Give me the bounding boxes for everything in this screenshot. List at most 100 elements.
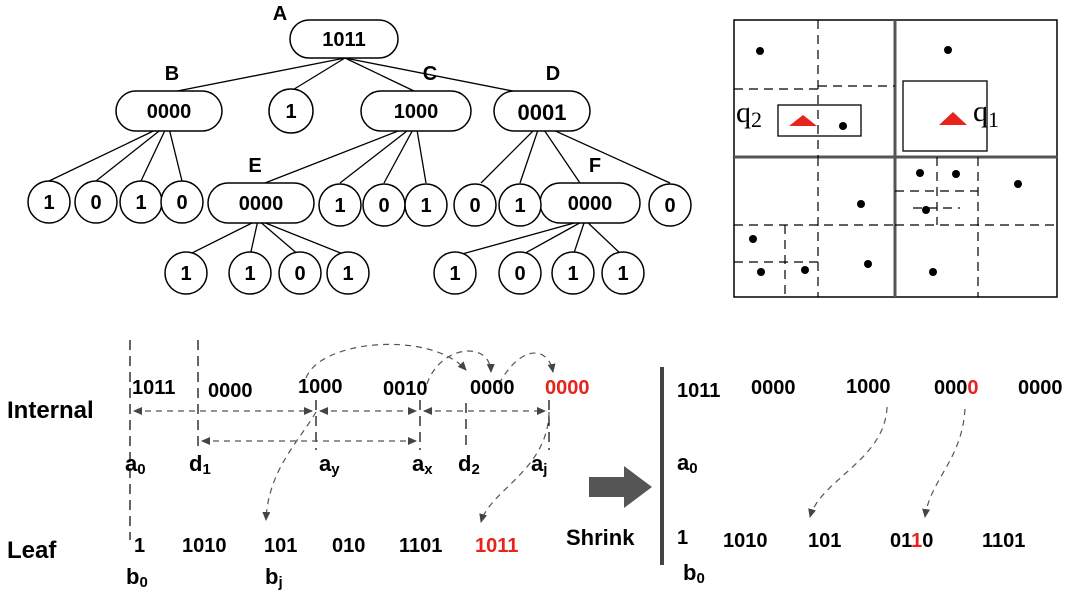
- shrink-internal-code-highlight-digit: 0: [967, 377, 978, 399]
- shrink-pointer-a0: a0: [677, 450, 698, 477]
- shrink-curved-arrows: [808, 406, 966, 518]
- quadtree-points: [749, 46, 1022, 276]
- shrink-internal-code: 0000: [751, 377, 796, 399]
- q2-sub: 2: [751, 107, 762, 132]
- node-F-value: 0000: [568, 193, 613, 215]
- internal-code: 0000: [208, 380, 253, 402]
- shrink-internal-code: 0000: [1018, 377, 1063, 399]
- node-D-value: 0001: [518, 100, 567, 125]
- leaf-value: 0: [294, 263, 305, 285]
- quadtree-dashed-splits: [734, 20, 1057, 297]
- shrink-internal-code-highlighted: 0000: [934, 377, 979, 399]
- shrink-leaf-code-highlight-digit: 1: [911, 530, 922, 552]
- encoding-panel: Internal Leaf 1011 0000 1000 0010 0000 0…: [7, 340, 590, 591]
- query-box-q2: [777, 104, 862, 137]
- shrink-leaf-code: 1: [677, 527, 688, 549]
- internal-code: 0010: [383, 378, 428, 400]
- leaf-value: 1: [43, 192, 54, 214]
- label-C: C: [423, 63, 437, 85]
- internal-pointers: a0 d1 ay ax d2 aj: [125, 451, 547, 478]
- node-D: [493, 90, 591, 132]
- internal-code: 1011: [132, 377, 175, 399]
- shrink-arrow-icon: [589, 466, 652, 508]
- leaf-value: 0: [664, 195, 675, 217]
- node-C: [360, 90, 472, 132]
- internal-code: 0000: [470, 377, 515, 399]
- curved-arrows: [262, 343, 556, 523]
- pointer-b0: b0: [126, 564, 148, 591]
- node-E: [207, 182, 315, 224]
- shrink-panel: 1011 0000 1000 0000 0000 a0 Shrink 1 101…: [566, 376, 1063, 587]
- query-label-q1: q1: [973, 95, 999, 132]
- leaf-value: 1: [180, 263, 191, 285]
- leaf-value: 0: [514, 263, 525, 285]
- leaf-value: 1: [617, 263, 628, 285]
- tree-node-letters: A B C D E F: [165, 3, 601, 177]
- leaf-code: 101: [264, 535, 297, 557]
- internal-code-highlighted: 0000: [545, 377, 590, 399]
- leaf-value: 1: [135, 192, 146, 214]
- label-E: E: [248, 155, 261, 177]
- label-F: F: [589, 155, 601, 177]
- query-marker-q1: [939, 112, 967, 125]
- shrink-transition: [589, 367, 664, 565]
- node-leaf-1-value: 1: [285, 101, 296, 123]
- query-label-q2: q2: [736, 96, 762, 132]
- leaf-value: 0: [176, 192, 187, 214]
- leaf-value: 0: [469, 195, 480, 217]
- node-A-value: 1011: [322, 29, 365, 51]
- pointer-a0: a0: [125, 451, 146, 478]
- leaf-value: 0: [378, 195, 389, 217]
- leaf-row-label: Leaf: [7, 537, 57, 564]
- tree-node-values: 1011 0000 1 1000 0001 1 0 1 0 0000 1 0 1…: [43, 29, 675, 285]
- internal-row-label: Internal: [7, 397, 94, 424]
- pointer-ax: ax: [412, 451, 433, 478]
- leaf-code-highlighted: 1011: [475, 535, 518, 557]
- node-leaf-1: [268, 88, 314, 134]
- quadtree-panel: q2 q1: [733, 19, 1058, 298]
- q1-sub: 1: [988, 107, 999, 132]
- leaf-value: 1: [244, 263, 255, 285]
- leaf-codes: 1 1010 101 010 1101 1011: [134, 535, 518, 557]
- label-B: B: [165, 63, 179, 85]
- node-C-value: 1000: [394, 101, 439, 123]
- range-arrows: [133, 407, 546, 445]
- shrink-leaf-code-highlighted: 0110: [890, 530, 933, 552]
- leaf-code: 1010: [182, 535, 227, 557]
- node-E-value: 0000: [239, 193, 284, 215]
- leaf-value: 0: [90, 192, 101, 214]
- shrink-internal-code: 1000: [846, 376, 891, 398]
- leaf-code: 010: [332, 535, 365, 557]
- shrink-leaf-code-suffix: 0: [922, 530, 933, 552]
- node-B-value: 0000: [147, 101, 192, 123]
- leaf-pointers: b0 bj: [126, 564, 283, 591]
- internal-code: 1000: [298, 376, 343, 398]
- pointer-bj: bj: [265, 564, 283, 591]
- node-B: [115, 90, 223, 132]
- pointer-d1: d1: [189, 451, 211, 478]
- node-A: [289, 19, 399, 59]
- label-D: D: [546, 63, 560, 85]
- tree-panel: [48, 57, 671, 257]
- internal-codes: 1011 0000 1000 0010 0000 0000: [132, 376, 590, 402]
- pointer-aj: aj: [531, 451, 547, 478]
- shrink-internal-code: 1011: [677, 380, 720, 402]
- shrink-leaf-code: 101: [808, 530, 841, 552]
- pointer-d2: d2: [458, 451, 480, 478]
- leaf-value: 1: [420, 195, 431, 217]
- q2-letter: q: [736, 96, 751, 129]
- shrink-leaf-code: 1101: [982, 530, 1025, 552]
- shrink-leaf-code-prefix: 01: [890, 530, 912, 552]
- shrink-internal-codes: 1011 0000 1000 0000 0000: [677, 376, 1063, 402]
- q1-letter: q: [973, 95, 988, 128]
- pointer-ay: ay: [319, 451, 340, 478]
- shrink-internal-code-prefix: 000: [934, 377, 967, 399]
- query-marker-q2: [789, 115, 817, 126]
- leaf-value: 1: [342, 263, 353, 285]
- leaf-value: 1: [567, 263, 578, 285]
- tree-nodes: [27, 19, 692, 295]
- shrink-label: Shrink: [566, 525, 635, 550]
- query-box-q1: [902, 80, 988, 152]
- shrink-leaf-code: 1010: [723, 530, 768, 552]
